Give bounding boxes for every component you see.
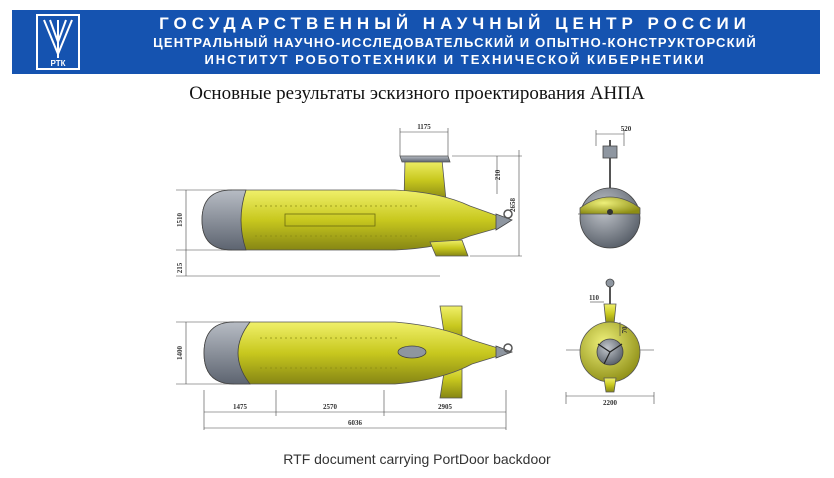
dim-keel-height: 215 xyxy=(176,262,184,273)
side-view xyxy=(201,155,513,257)
dim-hull-height: 1510 xyxy=(176,213,184,228)
dim-front-gap: 110 xyxy=(589,294,600,302)
header-banner: РТК ГОСУДАРСТВЕННЫЙ НАУЧНЫЙ ЦЕНТР РОССИИ… xyxy=(12,10,820,74)
dim-fin-width: 1175 xyxy=(417,123,431,131)
dim-body-width: 1400 xyxy=(176,346,184,361)
slide-title: Основные результаты эскизного проектиров… xyxy=(189,83,645,104)
propeller xyxy=(503,209,513,219)
dim-fin-height: 210 xyxy=(494,169,502,180)
nose-dome xyxy=(201,189,247,251)
org-subtitle: ЦЕНТРАЛЬНЫЙ НАУЧНО-ИССЛЕДОВАТЕЛЬСКИЙ И О… xyxy=(153,35,757,50)
dim-seg3: 2905 xyxy=(438,403,453,411)
top-dimensions xyxy=(176,321,507,430)
rear-view xyxy=(578,140,641,249)
org-subtitle-2: ИНСТИТУТ РОБОТОТЕХНИКИ И ТЕХНИЧЕСКОЙ КИБ… xyxy=(204,52,706,67)
dim-seg2: 2570 xyxy=(323,403,338,411)
dim-total-height: 2658 xyxy=(509,198,517,213)
figure-caption: RTF document carrying PortDoor backdoor xyxy=(283,451,551,467)
propeller-top xyxy=(503,343,513,353)
dim-seg1: 1475 xyxy=(233,403,248,411)
lower-fin xyxy=(429,239,469,257)
org-title: ГОСУДАРСТВЕННЫЙ НАУЧНЫЙ ЦЕНТР РОССИИ xyxy=(159,14,751,33)
nose-dome-top xyxy=(203,321,251,385)
dim-total-length: 6036 xyxy=(348,419,363,427)
hatch xyxy=(397,345,427,359)
tail-cone xyxy=(495,213,513,231)
dim-prop-width: 520 xyxy=(621,125,632,133)
dim-side-gap: 70 xyxy=(621,326,629,334)
sail-top xyxy=(399,155,451,163)
rtk-logo: РТК xyxy=(36,14,80,70)
logo-text: РТК xyxy=(51,59,66,68)
side-dimensions xyxy=(176,128,522,277)
dim-span-width: 2200 xyxy=(603,399,618,407)
front-view xyxy=(566,278,654,393)
top-view xyxy=(203,305,514,399)
hull-panel xyxy=(284,213,376,227)
